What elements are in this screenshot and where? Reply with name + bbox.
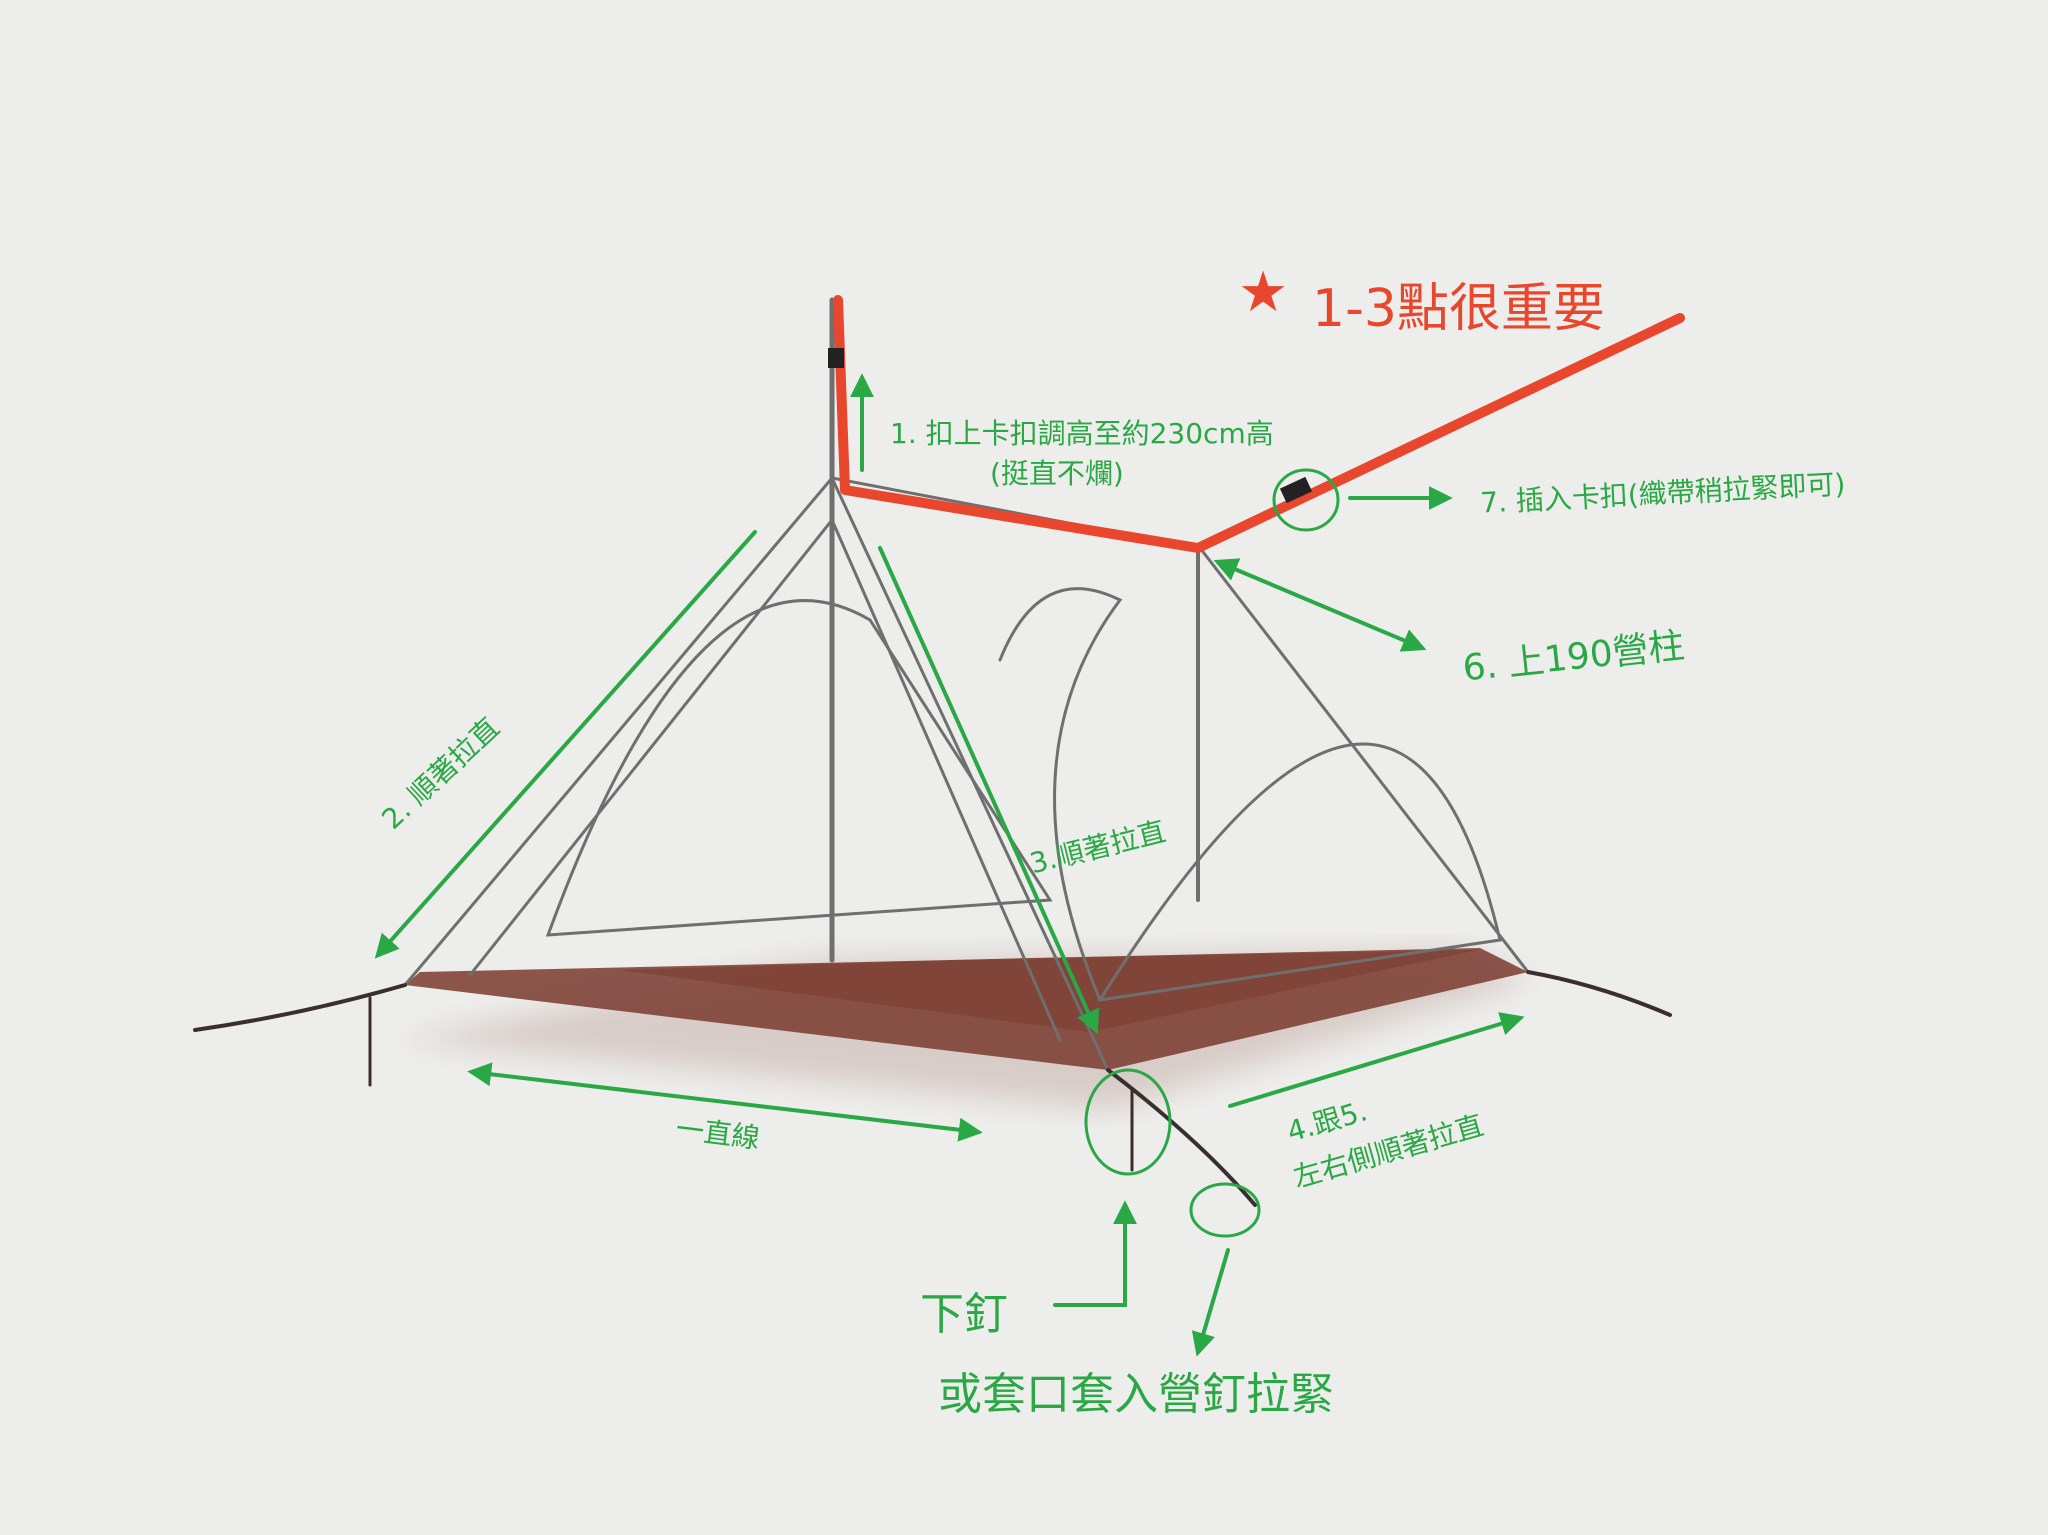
left-cord (193, 983, 407, 1032)
important-star-icon: ★ (1238, 260, 1289, 325)
right-cord (1526, 970, 1672, 1017)
buckle-circle (1272, 468, 1340, 532)
tent-floor-inner (620, 950, 1478, 1032)
loop-circle (1189, 1182, 1261, 1238)
door-curve (998, 587, 1123, 1002)
stake-down-label: 下釘 (920, 1289, 1008, 1340)
side-mesh-window (1097, 742, 1502, 1002)
step1-sub-label: (挺直不爛) (990, 457, 1124, 490)
important-note: 1-3點很重要 (1312, 279, 1605, 339)
step3-arrow (878, 546, 1100, 1035)
step2-arrow (374, 530, 757, 959)
straight-line-arrow (467, 1062, 983, 1142)
pole-buckle (828, 348, 844, 368)
webbing-buckle (1279, 476, 1313, 504)
stake-down-arrow (1053, 1200, 1137, 1307)
front-mesh-window (545, 599, 1053, 937)
step1-label: 1. 扣上卡扣調高至約230cm高 (890, 417, 1274, 450)
step6-arrow (1213, 558, 1427, 652)
stake-circle (1084, 1068, 1172, 1176)
step4-arrow (1228, 1012, 1525, 1108)
loop-stake-label: 或套口套入營釘拉緊 (938, 1369, 1334, 1420)
front-cord (1106, 1068, 1257, 1207)
loop-arrow (1191, 1248, 1230, 1357)
guyline-red (833, 295, 1685, 553)
